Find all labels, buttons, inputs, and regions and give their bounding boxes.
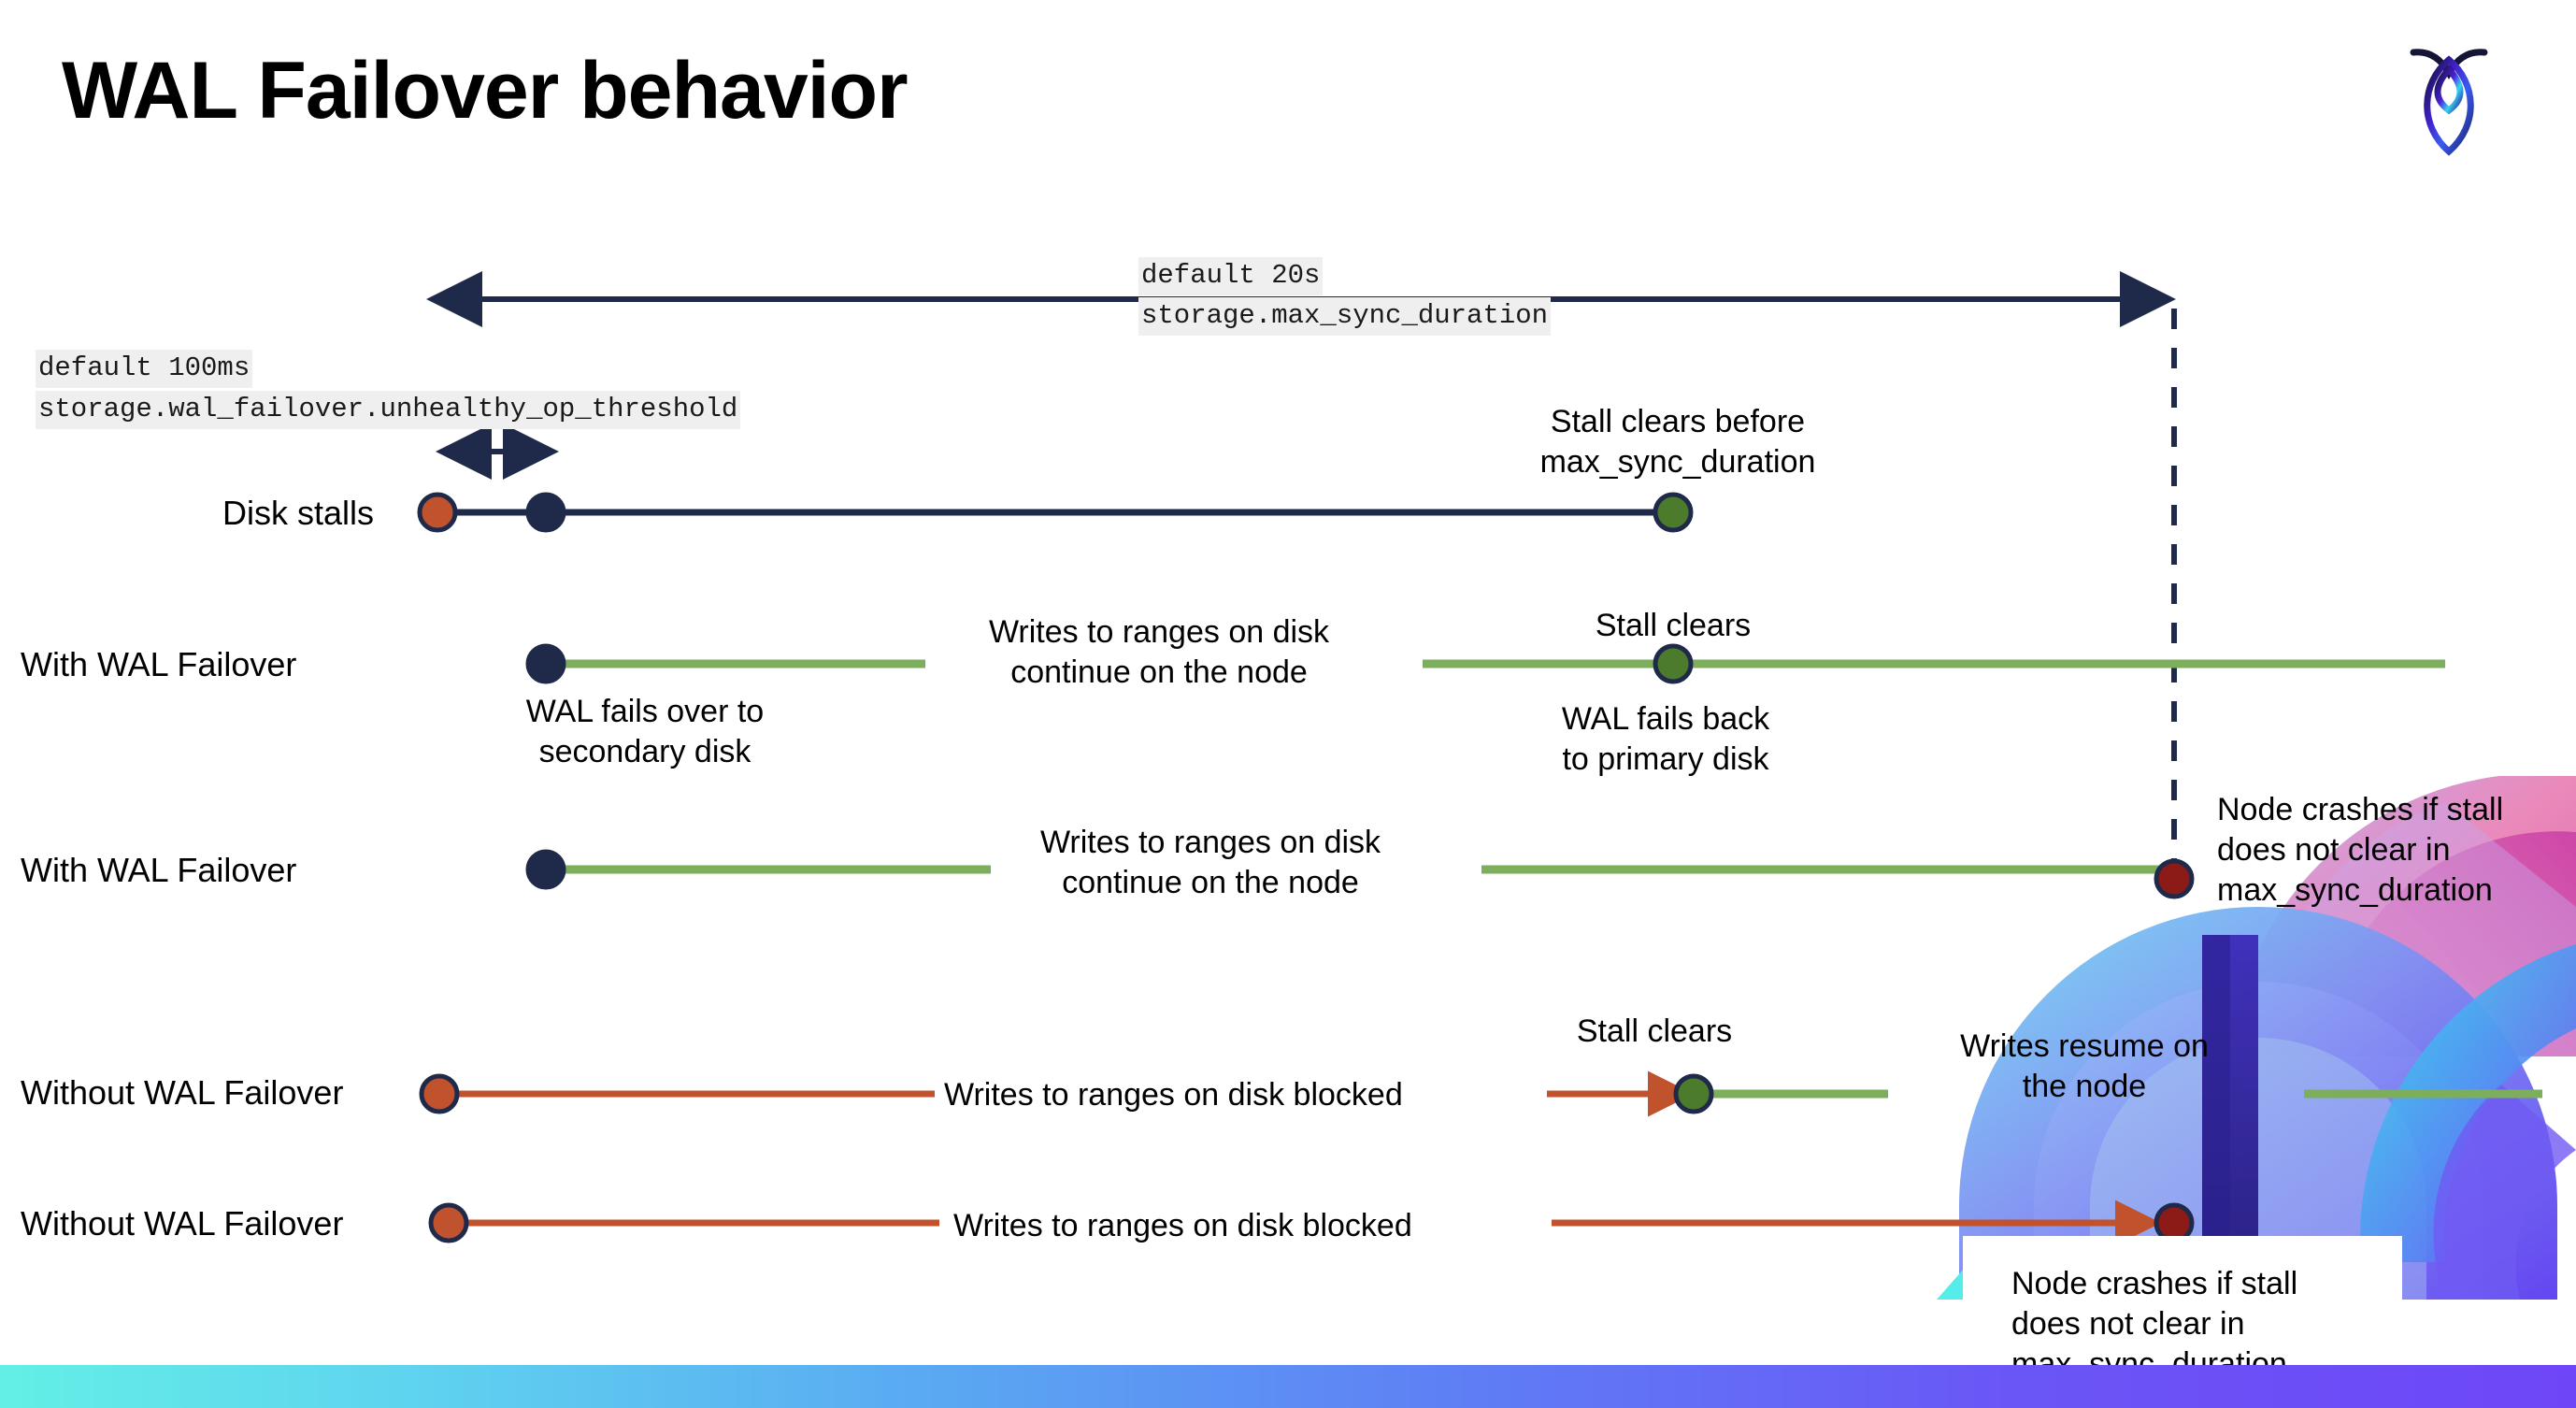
- timeline-disk-stalls: [417, 492, 1694, 533]
- row-label-with-wal-failover-2: With WAL Failover: [21, 851, 297, 889]
- caption-writes-resume: Writes resume on the node: [1960, 1028, 2209, 1104]
- marker-node-crash: [2154, 858, 2195, 899]
- caption-node-crashes-1: Node crashes if stall does not clear in …: [2217, 792, 2504, 908]
- row-label-without-wal-failover-2: Without WAL Failover: [21, 1204, 344, 1243]
- cockroachdb-logo: [2393, 32, 2505, 163]
- timeline-without-wal-failover-2: [428, 1200, 2195, 1246]
- marker-stall-start: [417, 492, 458, 533]
- timeline-with-wal-failover-2: [525, 849, 2195, 899]
- caption-stall-clears-1: Stall clears: [1595, 608, 1752, 643]
- timeline-without-wal-failover-1: [419, 1070, 2542, 1117]
- max-sync-default-label: default 20s: [1138, 257, 1324, 295]
- row-label-with-wal-failover-1: With WAL Failover: [21, 645, 297, 683]
- marker-stall-start: [419, 1073, 460, 1114]
- caption-writes-continue-1: Writes to ranges on disk continue on the…: [988, 614, 1330, 690]
- marker-stall-clears: [1653, 643, 1694, 684]
- marker-stall-clears: [1673, 1073, 1714, 1114]
- caption-wal-fails-over: WAL fails over to secondary disk: [525, 694, 765, 769]
- caption-writes-blocked-2: Writes to ranges on disk blocked: [953, 1208, 1412, 1243]
- marker-stall-start: [428, 1202, 469, 1243]
- marker-stall-clears: [1653, 492, 1694, 533]
- caption-stall-clears-before: Stall clears before max_sync_duration: [1539, 404, 1816, 480]
- row-label-disk-stalls: Disk stalls: [222, 494, 375, 532]
- timeline-with-wal-failover-1: [525, 643, 2445, 684]
- bottom-gradient-bar: [0, 1365, 2576, 1408]
- marker-failover-point: [525, 849, 566, 890]
- page-title: WAL Failover behavior: [62, 46, 909, 136]
- marker-failover-point: [525, 492, 566, 533]
- caption-stall-clears-2: Stall clears: [1576, 1013, 1733, 1049]
- unhealthy-op-default-label: default 100ms: [36, 350, 253, 388]
- caption-writes-continue-2: Writes to ranges on disk continue on the…: [1039, 825, 1381, 900]
- caption-wal-fails-back: WAL fails back to primary disk: [1561, 701, 1770, 777]
- unhealthy-op-setting-label: storage.wal_failover.unhealthy_op_thresh…: [36, 391, 741, 429]
- max-sync-setting-label: storage.max_sync_duration: [1138, 297, 1552, 336]
- caption-writes-blocked-1: Writes to ranges on disk blocked: [944, 1077, 1403, 1113]
- row-label-without-wal-failover-1: Without WAL Failover: [21, 1073, 344, 1112]
- marker-failover-point: [525, 643, 566, 684]
